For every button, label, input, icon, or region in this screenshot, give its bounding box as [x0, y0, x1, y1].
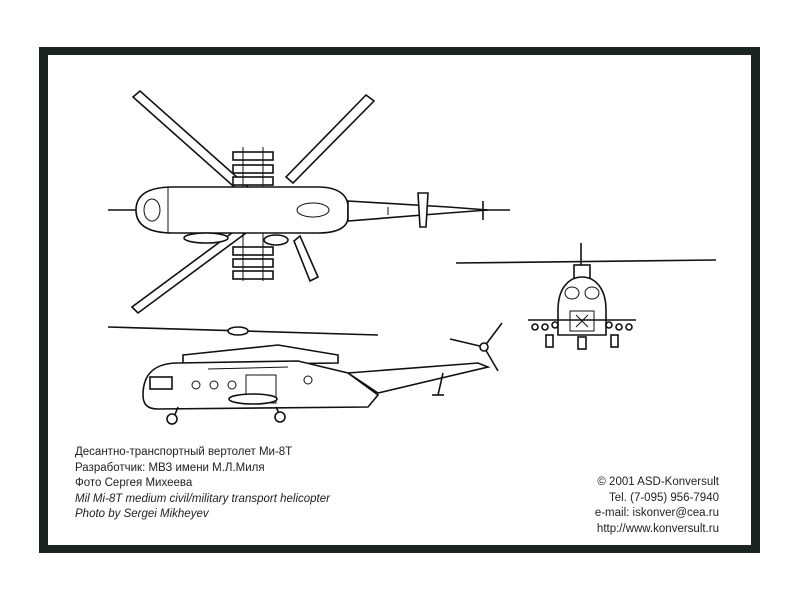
- copyright-text: © 2001 ASD-Konversult: [597, 476, 719, 488]
- helicopter-front-view: [455, 243, 717, 350]
- helicopter-three-view-drawing: [107, 89, 717, 425]
- phone-text: Tel. (7-095) 956-7940: [609, 491, 719, 504]
- email-text: e-mail: iskonver@cea.ru: [594, 507, 719, 519]
- caption-title-english: Mil Mi-8T medium civil/military transpor…: [75, 492, 330, 505]
- helicopter-side-view: [107, 322, 503, 425]
- caption-right: © 2001 ASD-Konversult Tel. (7-095) 956-7…: [595, 475, 719, 537]
- helicopter-top-view: [108, 89, 510, 315]
- front-view-rocket-pods: [531, 321, 633, 331]
- top-view-main-rotor: [130, 89, 376, 315]
- postcard-paper: Десантно-транспортный вертолет Ми-8Т Раз…: [48, 55, 751, 545]
- caption-photo-credit-english: Photo by Sergei Mikheyev: [75, 508, 209, 520]
- caption-title-russian: Десантно-транспортный вертолет Ми-8Т: [75, 446, 293, 458]
- caption-photo-credit-russian: Фото Сергея Михеева: [75, 477, 193, 489]
- side-view-tail-rotor: [449, 322, 503, 372]
- top-view-weapon-pylons: [183, 147, 289, 281]
- postcard-frame: Десантно-транспортный вертолет Ми-8Т Раз…: [39, 47, 760, 553]
- website-link[interactable]: http://www.konversult.ru: [596, 522, 719, 535]
- caption-left: Десантно-транспортный вертолет Ми-8Т Раз…: [75, 445, 330, 523]
- caption-developer-russian: Разработчик: МВЗ имени М.Л.Миля: [75, 461, 265, 474]
